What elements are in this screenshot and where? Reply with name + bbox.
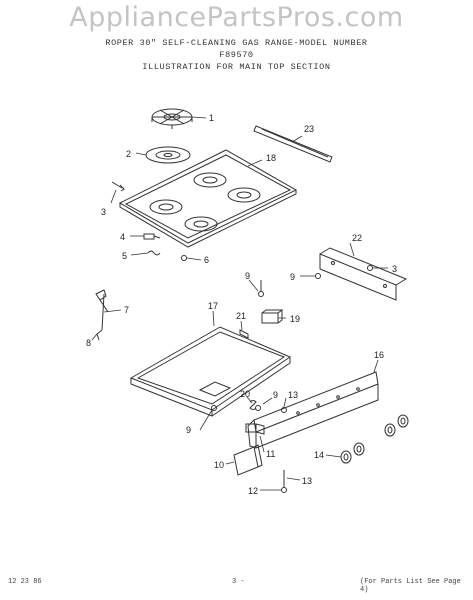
model-number: F89570 bbox=[219, 50, 254, 60]
footer-date: 12 23 86 bbox=[8, 578, 42, 586]
callout-6: 6 bbox=[204, 255, 209, 265]
valve-bracket bbox=[261, 309, 284, 324]
manifold-bracket bbox=[319, 247, 408, 301]
bracket-21 bbox=[239, 329, 249, 339]
watermark-logo: AppliancePartsPros.com bbox=[69, 2, 404, 33]
callout-12: 12 bbox=[248, 486, 258, 496]
knob-3 bbox=[384, 423, 396, 437]
callout-13-lower: 13 bbox=[302, 476, 312, 486]
callout-20: 20 bbox=[240, 389, 250, 399]
screw-13 bbox=[281, 407, 287, 413]
footer-parts-list-note: (For Parts List See Page 4) bbox=[360, 578, 461, 594]
footer-page-number: 3 - bbox=[232, 578, 245, 586]
callout-5: 5 bbox=[122, 251, 127, 261]
screw-3-right bbox=[367, 265, 373, 271]
screw-9-right bbox=[315, 273, 321, 279]
callout-9-right: 9 bbox=[290, 272, 295, 282]
callout-3-right: 3 bbox=[392, 264, 397, 274]
support-rod bbox=[95, 289, 109, 341]
callout-14: 14 bbox=[314, 450, 324, 460]
diagram-title: ROPER 30" SELF-CLEANING GAS RANGE-MODEL … bbox=[105, 38, 368, 48]
callout-9-mid: 9 bbox=[273, 390, 278, 400]
burner-bowl bbox=[145, 146, 191, 164]
callout-9-lower: 9 bbox=[186, 425, 191, 435]
manifold-panel bbox=[247, 371, 379, 449]
callout-8: 8 bbox=[86, 338, 91, 348]
knob-1 bbox=[340, 450, 352, 464]
screw-9-lower bbox=[211, 405, 261, 411]
screw-9-top bbox=[258, 280, 264, 297]
hinge-clip bbox=[143, 233, 161, 240]
spring bbox=[147, 250, 161, 256]
vent-trim bbox=[253, 125, 333, 163]
callout-4: 4 bbox=[120, 232, 125, 242]
callout-16: 16 bbox=[374, 350, 384, 360]
callout-9-top: 9 bbox=[245, 271, 250, 281]
callout-22: 22 bbox=[352, 233, 362, 243]
diagram-subtitle: ILLUSTRATION FOR MAIN TOP SECTION bbox=[142, 62, 331, 72]
screw-left bbox=[111, 181, 125, 192]
burner-box bbox=[129, 326, 292, 417]
callout-7: 7 bbox=[124, 305, 129, 315]
callout-2: 2 bbox=[126, 149, 131, 159]
knob-4 bbox=[397, 414, 409, 428]
screw-12 bbox=[281, 470, 287, 493]
callout-13-upper: 13 bbox=[288, 390, 298, 400]
callout-17: 17 bbox=[208, 301, 218, 311]
ignition-switch bbox=[245, 423, 265, 435]
burner-grate bbox=[151, 108, 193, 129]
callout-18: 18 bbox=[266, 153, 276, 163]
callout-21: 21 bbox=[236, 311, 246, 321]
callout-11: 11 bbox=[266, 449, 275, 459]
callout-19: 19 bbox=[290, 314, 300, 324]
igniter-bracket bbox=[233, 444, 263, 476]
screw-6 bbox=[181, 255, 187, 261]
main-top-panel bbox=[118, 149, 298, 248]
spring-20 bbox=[249, 400, 257, 410]
callout-labels: 1 2 23 18 3 4 5 6 7 8 9 22 3 9 17 21 19 … bbox=[86, 113, 397, 496]
callout-10: 10 bbox=[214, 460, 224, 470]
callout-23: 23 bbox=[304, 124, 314, 134]
leader-lines bbox=[91, 116, 388, 491]
knob-2 bbox=[353, 442, 365, 456]
callout-3-left: 3 bbox=[101, 207, 106, 217]
callout-1: 1 bbox=[209, 113, 214, 123]
